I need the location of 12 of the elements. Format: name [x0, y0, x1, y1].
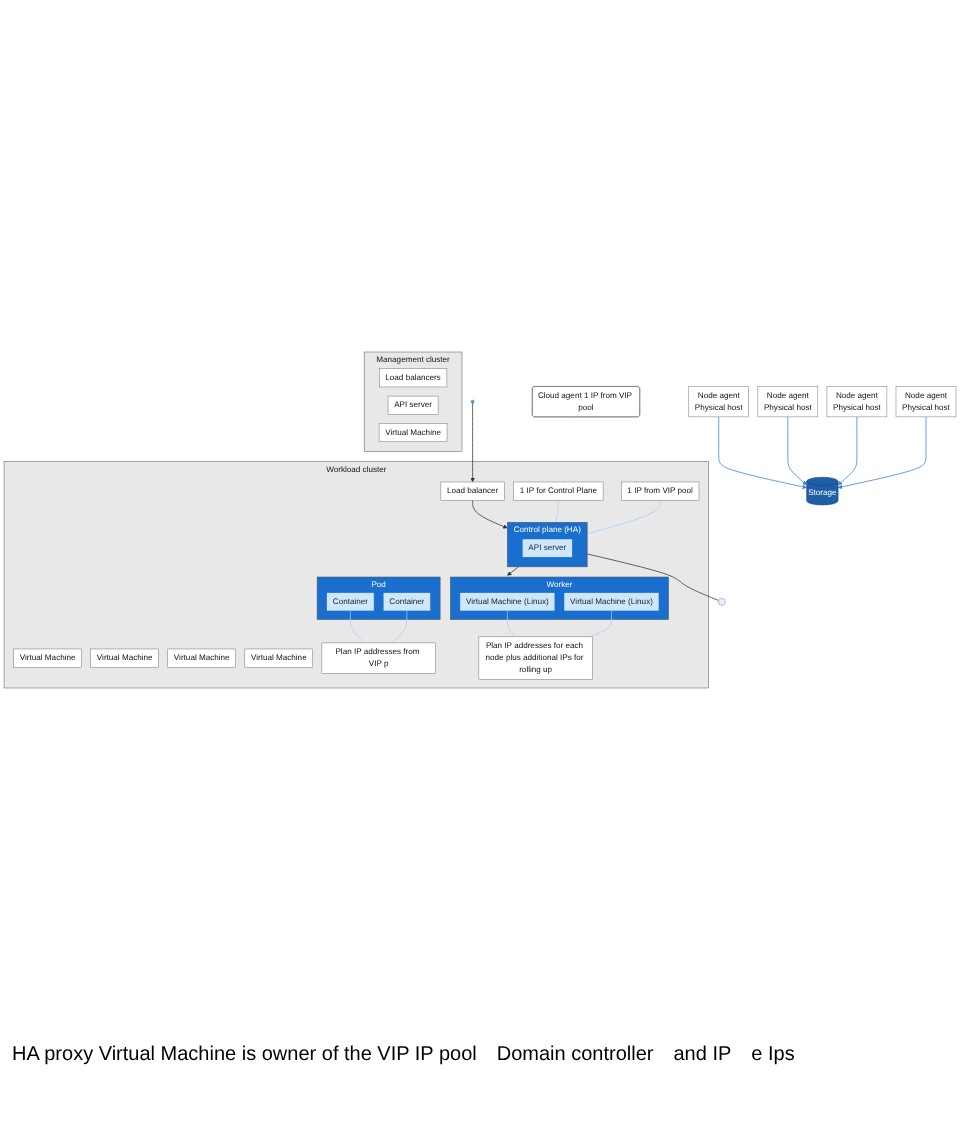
note-text: e Ips [751, 1044, 795, 1066]
connector [507, 610, 516, 638]
connector [350, 610, 365, 644]
connector [586, 499, 661, 534]
connector [392, 610, 408, 644]
connector [589, 610, 612, 638]
note-text: Domain controller [496, 1044, 654, 1066]
node-person [470, 399, 475, 404]
connector [586, 553, 719, 601]
note-text: and IP [673, 1044, 732, 1066]
note-text: HA proxy Virtual Machine is owner of the VIP IP pool [12, 1044, 477, 1066]
connector [554, 499, 559, 523]
